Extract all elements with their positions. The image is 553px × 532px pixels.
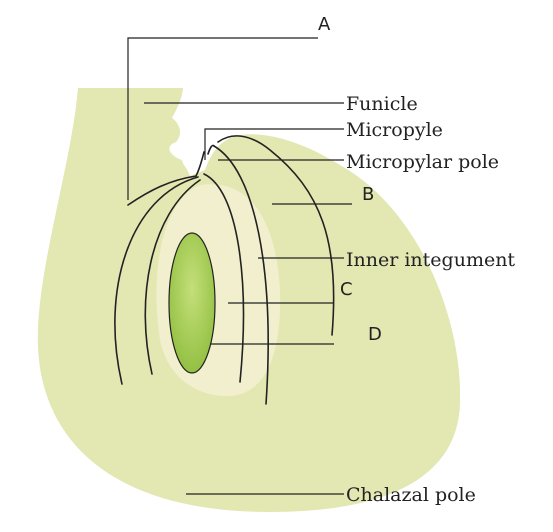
label-c: C (340, 279, 353, 300)
label-chalazal-pole: Chalazal pole (346, 484, 476, 506)
label-a: A (318, 14, 331, 35)
micropyle-gap-right (208, 145, 214, 154)
label-micropylar-pole: Micropylar pole (346, 151, 499, 173)
label-micropyle: Micropyle (346, 119, 443, 141)
label-funicle: Funicle (346, 93, 418, 115)
label-inner-integument: Inner integument (346, 249, 515, 271)
embryo-sac (169, 233, 215, 373)
label-b: B (362, 184, 374, 205)
label-d: D (368, 324, 382, 345)
